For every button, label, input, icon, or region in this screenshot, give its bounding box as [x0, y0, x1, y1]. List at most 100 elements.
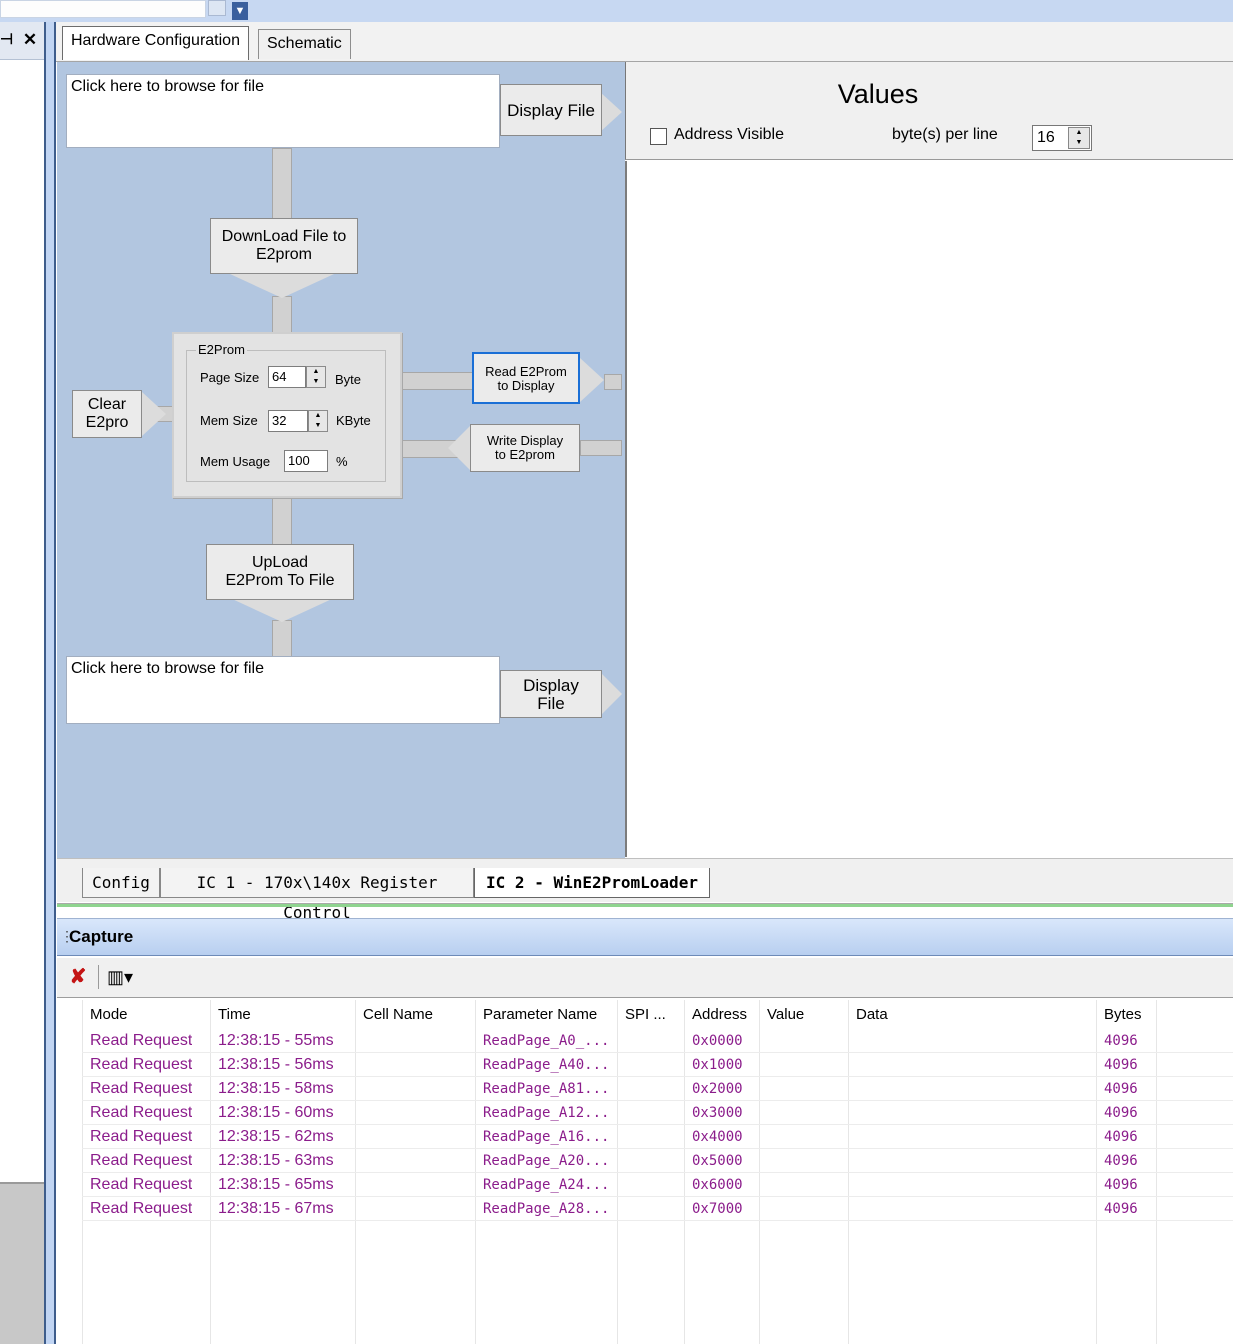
clear-button-line-2: E2pro	[85, 414, 129, 431]
columns-chooser-icon[interactable]: ▥▾	[107, 967, 134, 987]
tab-ic2-wine2promloader[interactable]: IC 2 - WinE2PromLoader	[474, 868, 710, 898]
read-button-line-2: to Display	[497, 378, 555, 393]
table-cell-mode[interactable]: Read Request	[90, 1152, 193, 1169]
mem-size-input[interactable]: 32	[268, 410, 308, 432]
table-cell-mode[interactable]: Read Request	[90, 1080, 193, 1097]
table-cell-time[interactable]: 12:38:15 - 67ms	[218, 1200, 334, 1217]
clear-capture-icon[interactable]: ✘	[69, 966, 87, 988]
pin-icon[interactable]: ⊣	[0, 31, 14, 48]
table-cell-mode[interactable]: Read Request	[90, 1176, 193, 1193]
column-header-value[interactable]: Value	[767, 1006, 805, 1023]
column-header-time[interactable]: Time	[218, 1006, 251, 1023]
table-cell-time[interactable]: 12:38:15 - 56ms	[218, 1056, 334, 1073]
left-dock-header	[0, 22, 44, 60]
table-cell-time[interactable]: 12:38:15 - 60ms	[218, 1104, 334, 1121]
display-file-top-button[interactable]: Display File	[500, 84, 602, 136]
table-cell-parameter[interactable]: ReadPage_A24...	[483, 1177, 610, 1193]
mem-size-spinner[interactable]: ▲▼	[308, 410, 328, 432]
table-cell-parameter[interactable]: ReadPage_A28...	[483, 1201, 610, 1217]
table-cell-time[interactable]: 12:38:15 - 65ms	[218, 1176, 334, 1193]
read-e2prom-button[interactable]: Read E2Prom to Display	[472, 352, 580, 404]
clear-e2prom-button[interactable]: Clear E2pro	[72, 390, 142, 438]
spin-down-icon[interactable]: ▼	[312, 378, 320, 385]
toolbar-gripper[interactable]	[208, 0, 226, 16]
bytes-per-line-spinner[interactable]: ▲▼	[1068, 127, 1090, 149]
table-cell-parameter[interactable]: ReadPage_A40...	[483, 1057, 610, 1073]
table-cell-time[interactable]: 12:38:15 - 62ms	[218, 1128, 334, 1145]
values-title: Values	[837, 79, 919, 109]
mem-size-unit: KByte	[336, 413, 371, 428]
table-cell-bytes[interactable]: 4096	[1104, 1081, 1138, 1097]
table-cell-parameter[interactable]: ReadPage_A0_...	[483, 1033, 610, 1049]
values-display-area[interactable]	[625, 161, 1233, 857]
tab-ic1-register-control[interactable]: IC 1 - 170x\140x Register Control	[160, 868, 474, 922]
input-file-field[interactable]: Click here to browse for file	[66, 74, 500, 148]
spin-down-icon[interactable]: ▼	[1075, 139, 1083, 146]
table-cell-address[interactable]: 0x1000	[692, 1057, 743, 1073]
table-cell-bytes[interactable]: 4096	[1104, 1177, 1138, 1193]
spin-up-icon[interactable]: ▲	[1075, 129, 1083, 136]
table-cell-address[interactable]: 0x0000	[692, 1033, 743, 1049]
table-cell-bytes[interactable]: 4096	[1104, 1105, 1138, 1121]
toolbar-combo[interactable]	[0, 0, 206, 18]
table-cell-bytes[interactable]: 4096	[1104, 1201, 1138, 1217]
table-cell-time[interactable]: 12:38:15 - 58ms	[218, 1080, 334, 1097]
column-header-mode[interactable]: Mode	[90, 1006, 128, 1023]
toolbar-separator	[98, 965, 99, 989]
table-cell-mode[interactable]: Read Request	[90, 1128, 193, 1145]
download-file-button[interactable]: DownLoad File to E2prom	[210, 218, 358, 274]
left-dock-lower	[0, 1182, 44, 1344]
table-cell-address[interactable]: 0x5000	[692, 1153, 743, 1169]
table-cell-address[interactable]: 0x6000	[692, 1177, 743, 1193]
page-size-input[interactable]: 64	[268, 366, 306, 388]
table-cell-parameter[interactable]: ReadPage_A20...	[483, 1153, 610, 1169]
table-cell-bytes[interactable]: 4096	[1104, 1057, 1138, 1073]
toolbar-overflow-icon[interactable]: ▼	[232, 2, 248, 20]
read-button-line-1: Read E2Prom	[485, 364, 567, 379]
table-cell-time[interactable]: 12:38:15 - 63ms	[218, 1152, 334, 1169]
grip-icon[interactable]: ⋮	[60, 926, 74, 946]
column-header-data[interactable]: Data	[856, 1006, 888, 1023]
spin-down-icon[interactable]: ▼	[314, 422, 322, 429]
table-cell-address[interactable]: 0x2000	[692, 1081, 743, 1097]
download-button-line-1: DownLoad File to	[221, 228, 347, 245]
write-display-button[interactable]: Write Display to E2prom	[470, 424, 580, 472]
column-header-address[interactable]: Address	[692, 1006, 748, 1023]
upload-e2prom-button[interactable]: UpLoad E2Prom To File	[206, 544, 354, 600]
close-icon[interactable]: ✕	[22, 30, 38, 49]
vertical-splitter[interactable]	[44, 22, 56, 1344]
mem-size-label: Mem Size	[200, 413, 258, 428]
page-size-spinner[interactable]: ▲▼	[306, 366, 326, 388]
table-cell-bytes[interactable]: 4096	[1104, 1033, 1138, 1049]
table-cell-mode[interactable]: Read Request	[90, 1200, 193, 1217]
spin-up-icon[interactable]: ▲	[314, 412, 322, 419]
spin-up-icon[interactable]: ▲	[312, 368, 320, 375]
table-cell-bytes[interactable]: 4096	[1104, 1129, 1138, 1145]
table-cell-time[interactable]: 12:38:15 - 55ms	[218, 1032, 334, 1049]
table-cell-address[interactable]: 0x7000	[692, 1201, 743, 1217]
column-header-bytes[interactable]: Bytes	[1104, 1006, 1142, 1023]
display-file-bottom-button[interactable]: Display File	[500, 670, 602, 718]
column-header-spi[interactable]: SPI ...	[625, 1006, 666, 1023]
table-cell-parameter[interactable]: ReadPage_A16...	[483, 1129, 610, 1145]
table-cell-mode[interactable]: Read Request	[90, 1056, 193, 1073]
tab-hardware-configuration[interactable]: Hardware Configuration	[62, 26, 249, 60]
mem-usage-input[interactable]: 100	[284, 450, 328, 472]
tab-config[interactable]: Config	[82, 868, 160, 898]
table-cell-address[interactable]: 0x3000	[692, 1105, 743, 1121]
table-cell-mode[interactable]: Read Request	[90, 1104, 193, 1121]
tab-schematic[interactable]: Schematic	[258, 29, 351, 59]
table-cell-parameter[interactable]: ReadPage_A12...	[483, 1105, 610, 1121]
capture-toolbar	[57, 958, 1233, 998]
address-visible-checkbox[interactable]	[650, 128, 667, 145]
pipe-values-to-write	[580, 440, 622, 456]
column-header-parameter-name[interactable]: Parameter Name	[483, 1006, 598, 1023]
table-cell-bytes[interactable]: 4096	[1104, 1153, 1138, 1169]
column-header-cell-name[interactable]: Cell Name	[363, 1006, 434, 1023]
output-file-field[interactable]: Click here to browse for file	[66, 656, 500, 724]
pipe-read-to-values	[604, 374, 622, 390]
table-cell-parameter[interactable]: ReadPage_A81...	[483, 1081, 610, 1097]
panel-divider[interactable]	[57, 903, 1233, 907]
table-cell-mode[interactable]: Read Request	[90, 1032, 193, 1049]
table-cell-address[interactable]: 0x4000	[692, 1129, 743, 1145]
